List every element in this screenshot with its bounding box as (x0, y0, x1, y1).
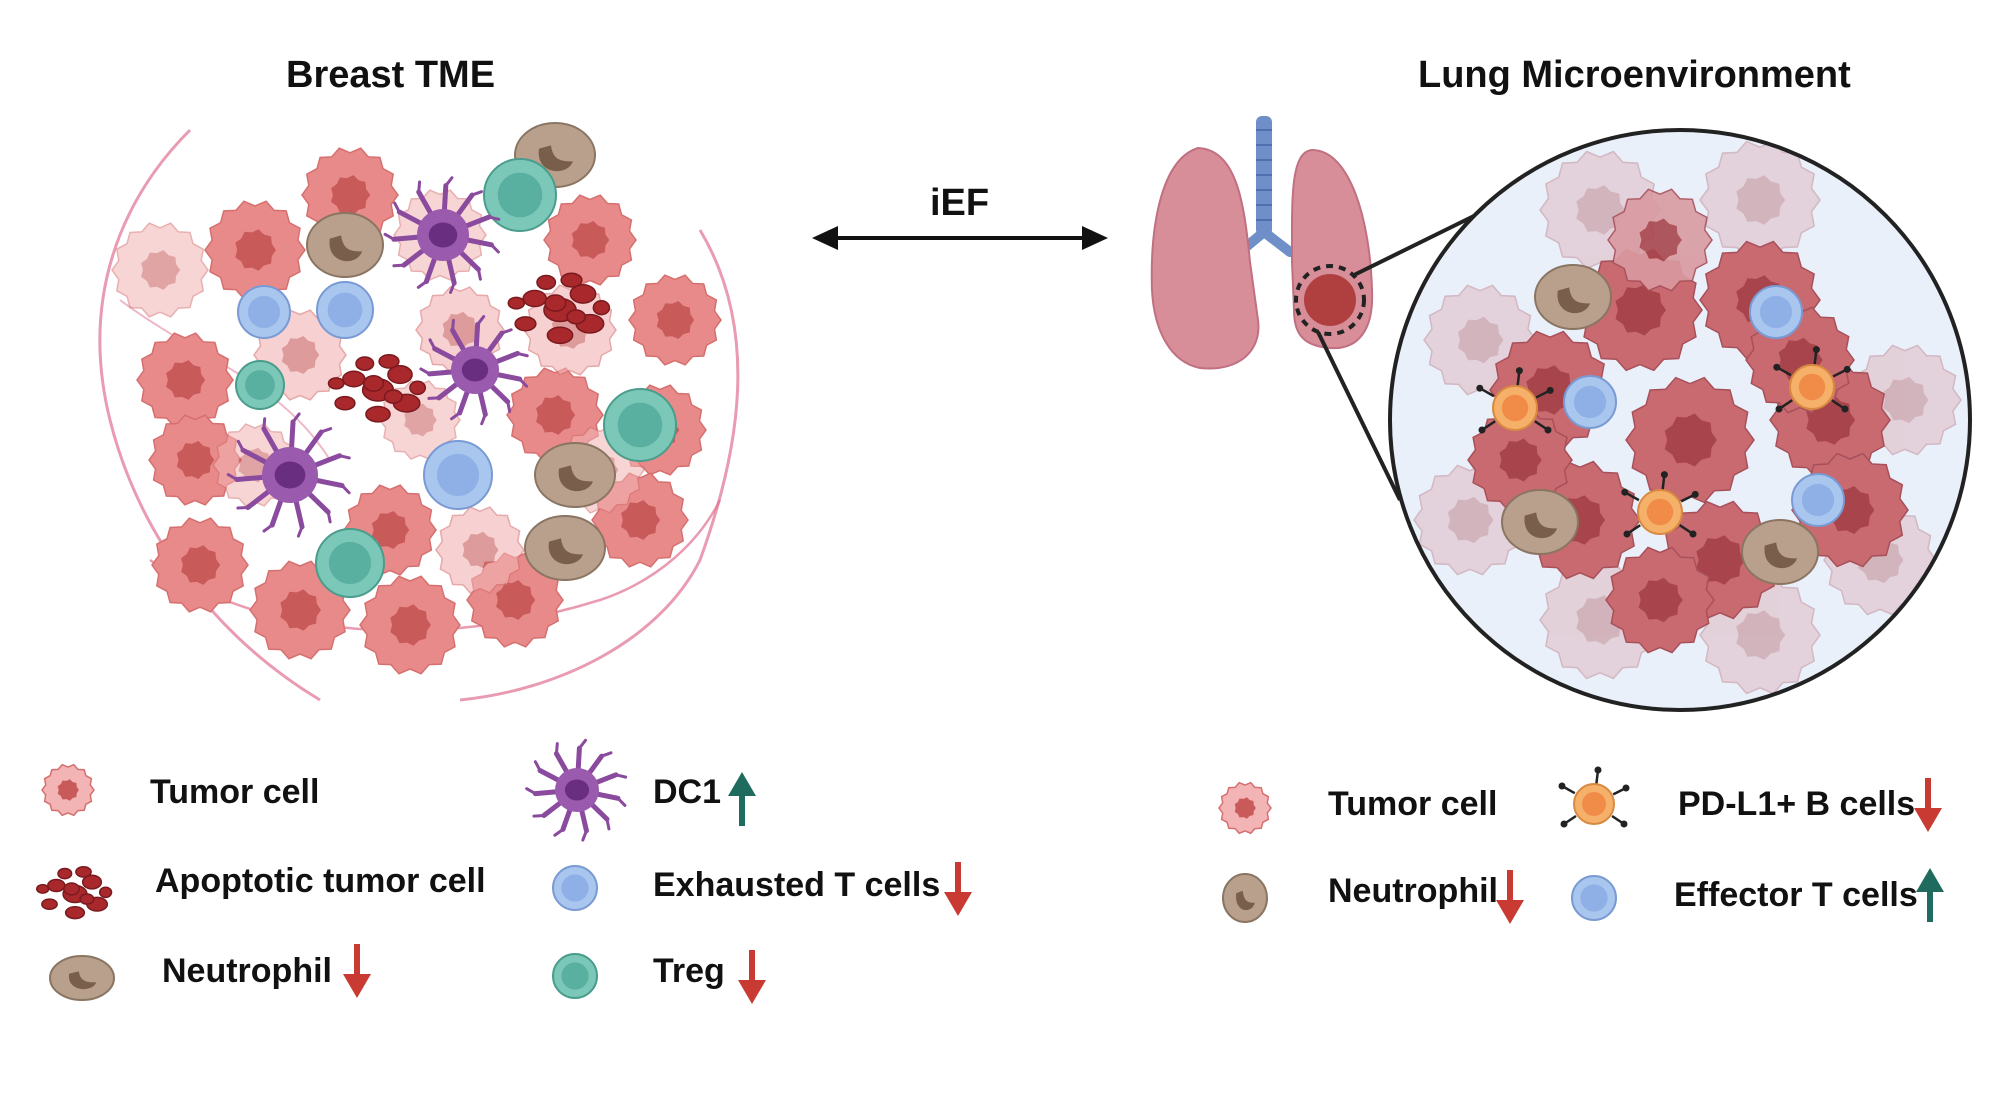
neutrophil (524, 515, 606, 581)
neutrophil (1534, 264, 1612, 330)
treg-icon (552, 953, 598, 999)
legend-label-treg: Treg (653, 952, 725, 990)
arrow-up-icon (1916, 868, 1944, 922)
arrow-down-icon (738, 950, 766, 1004)
neutrophil (1501, 489, 1579, 555)
breast-tme-title: Breast TME (286, 54, 496, 96)
legend-label-effector-t-cells: Effector T cells (1674, 876, 1918, 914)
pdl1-b-cell (1476, 367, 1554, 434)
legend-label-apoptotic-tumor-cell: Apoptotic tumor cell (155, 862, 486, 900)
apoptotic-tumor-cell (36, 866, 113, 920)
exhausted-t-cell (237, 285, 291, 339)
legend-label-neutrophil: Neutrophil (162, 952, 332, 990)
effector-t-cell-icon (1571, 875, 1617, 921)
treg-cell (315, 528, 385, 598)
zoom-line-lower (1316, 331, 1402, 501)
legend-label-tumor-cell: Tumor cell (150, 773, 320, 811)
pdl1-b-cell (1621, 471, 1699, 538)
exhausted-t-cell (423, 440, 493, 510)
effector-t-cell (1791, 473, 1845, 527)
tumor-cell (1467, 408, 1573, 512)
neutrophil (534, 442, 616, 508)
treg-cell (483, 158, 557, 232)
exhausted-t-cell (316, 281, 374, 339)
tumor-cell (111, 222, 209, 318)
tumor-cell (1625, 376, 1755, 504)
neutrophil (49, 955, 115, 1001)
treg-cell (235, 360, 285, 410)
pdl1-b-cell (1558, 766, 1630, 828)
neutrophil (1741, 519, 1819, 585)
apoptotic-tumor-cell (507, 272, 611, 345)
ief-label: iEF (930, 182, 990, 224)
legend-label-neutrophil-lung: Neutrophil (1328, 872, 1498, 910)
legend-label-exhausted-t-cells: Exhausted T cells (653, 866, 941, 904)
dc1-cell (226, 412, 351, 538)
tumor-cell (151, 517, 249, 613)
tumor-cell (1218, 781, 1272, 835)
ief-double-arrow (812, 226, 1108, 250)
pdl1-b-cell (1773, 346, 1851, 413)
legend-label-dc1: DC1 (653, 773, 722, 811)
dc1-cell (419, 315, 529, 426)
tumor-cell (136, 332, 234, 428)
arrow-down-icon (1914, 778, 1942, 832)
neutrophil (306, 212, 384, 278)
neutrophil (1222, 873, 1268, 923)
lung-microenvironment-title: Lung Microenvironment (1418, 54, 1851, 96)
arrow-down-icon (343, 944, 371, 998)
dc1-cell (383, 176, 501, 294)
lung-illustration (1150, 116, 1374, 370)
effector-t-cell (1749, 285, 1803, 339)
apoptotic-tumor-cell (327, 354, 427, 423)
zoom-line-upper (1351, 210, 1483, 278)
tumor-cell (628, 274, 722, 366)
arrow-down-icon (944, 862, 972, 916)
dc1-cell (525, 738, 628, 842)
legend-label-tumor-cell-lung: Tumor cell (1328, 785, 1498, 823)
tumor-cell (1605, 546, 1715, 654)
effector-t-cell (1563, 375, 1617, 429)
tumor-cell (1607, 188, 1713, 292)
tumor-cell (204, 200, 306, 300)
exhausted-t-cell-icon (552, 865, 598, 911)
tumor-cell (359, 575, 461, 675)
arrow-up-icon (728, 772, 756, 826)
arrow-down-icon (1496, 870, 1524, 924)
tumor-cell (41, 763, 95, 817)
tumor-cell (435, 506, 525, 594)
legend-label-pdl1-b-cells: PD-L1+ B cells (1678, 785, 1916, 823)
lung-zoom-circle (1388, 128, 1972, 712)
treg-cell (603, 388, 677, 462)
tumor-cell (543, 194, 637, 286)
